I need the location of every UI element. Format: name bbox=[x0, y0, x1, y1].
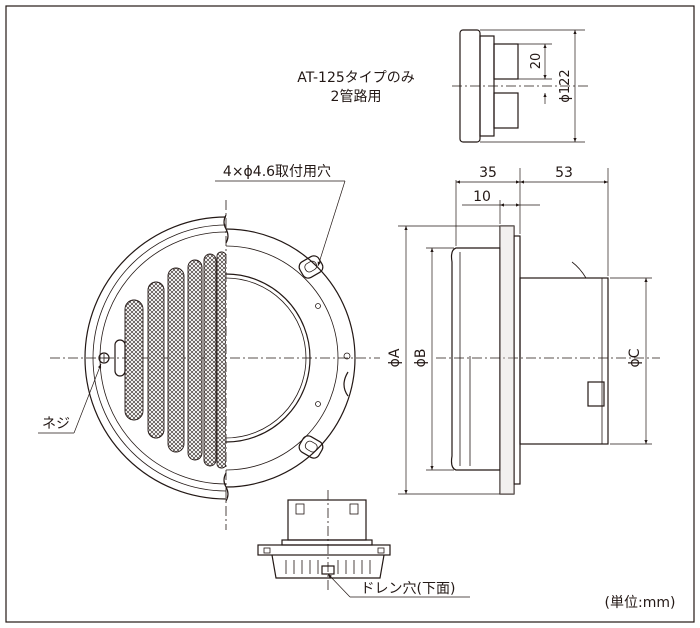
side-clip bbox=[587, 381, 605, 407]
side-duct bbox=[519, 277, 609, 445]
model-note-line1: AT-125タイプのみ bbox=[297, 70, 415, 86]
drawing-frame bbox=[5, 5, 695, 623]
drain-hole-label: ドレン穴(下面) bbox=[361, 581, 456, 597]
dim-35-label: 35 bbox=[479, 165, 497, 181]
small-hole-3 bbox=[315, 401, 321, 407]
flange-right-half bbox=[226, 228, 356, 488]
drain-notch bbox=[343, 371, 349, 397]
dim-10-label: 10 bbox=[473, 189, 491, 205]
screw-label: ネジ bbox=[42, 416, 70, 432]
dim-phiA-label: ϕA bbox=[387, 348, 403, 367]
dim-phi122-label: ϕ122 bbox=[558, 69, 573, 102]
upper-pipe bbox=[493, 43, 519, 80]
model-note-line2: 2管路用 bbox=[331, 89, 382, 105]
dim-phiB-label: ϕB bbox=[413, 349, 429, 368]
mounting-holes-label: 4×ϕ4.6取付用穴 bbox=[223, 164, 331, 180]
side-view-body bbox=[450, 225, 609, 495]
dim-53-label: 53 bbox=[555, 165, 573, 181]
small-hole-2 bbox=[343, 352, 351, 360]
mounting-slot-lower bbox=[298, 435, 324, 459]
small-hole-1 bbox=[315, 303, 321, 309]
unit-label: (単位:mm) bbox=[605, 595, 676, 611]
screw-head bbox=[98, 352, 110, 364]
dim-20-label: 20 bbox=[529, 53, 544, 70]
bottom-view bbox=[257, 499, 391, 579]
break-line-top bbox=[223, 214, 229, 244]
hood-left-half bbox=[84, 216, 226, 500]
lower-pipe bbox=[493, 92, 519, 129]
dim-phiC-label: ϕC bbox=[627, 348, 643, 367]
two-pipe-side-view: 20 ϕ122 bbox=[452, 29, 590, 143]
break-line-bottom bbox=[223, 472, 229, 502]
